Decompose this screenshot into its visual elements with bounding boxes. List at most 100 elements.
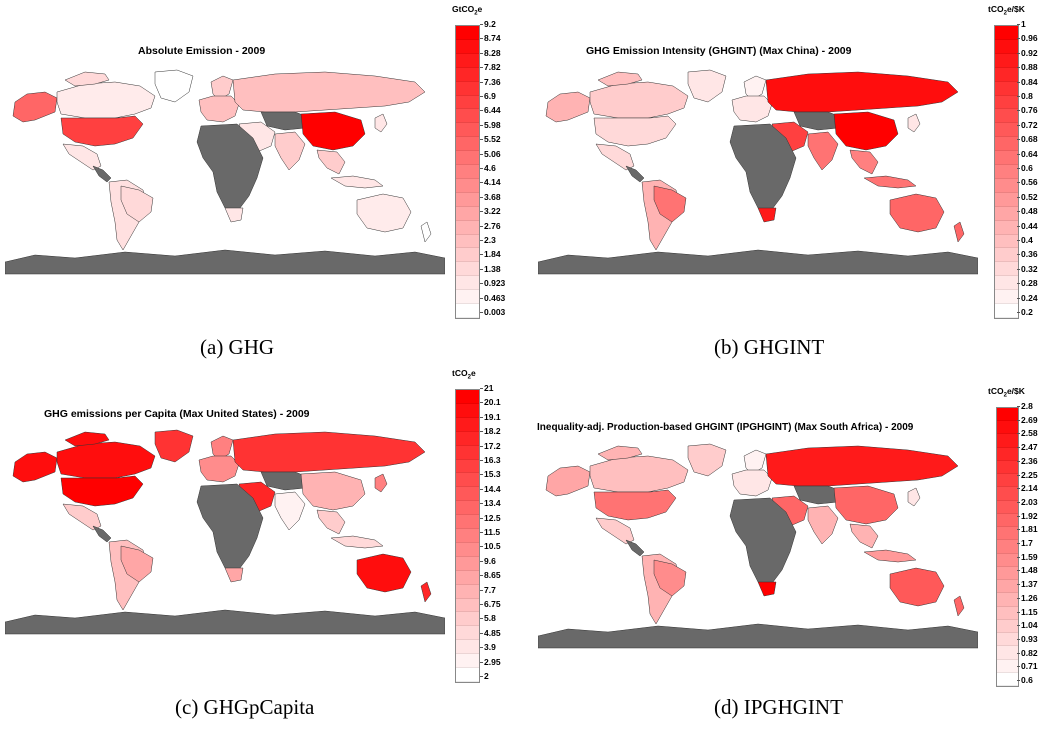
region-brazil xyxy=(653,559,687,597)
colorbar-cell xyxy=(456,165,479,179)
colorbar-cell xyxy=(997,527,1018,541)
region-japan xyxy=(374,473,388,493)
region-alaska xyxy=(12,451,58,483)
region-australia xyxy=(889,567,945,607)
colorbar-cell xyxy=(456,53,479,68)
colorbar-tick-label: 0.93 xyxy=(1017,633,1038,644)
region-greenland xyxy=(687,443,727,477)
colorbar-tick-label: 0.52 xyxy=(1017,191,1038,202)
colorbar-cell xyxy=(456,178,479,193)
colorbar-tick-label: 14.4 xyxy=(480,483,501,494)
region-greenland xyxy=(154,429,194,463)
colorbar-cell xyxy=(995,53,1018,68)
colorbar-cell xyxy=(995,39,1018,54)
region-north-america xyxy=(597,445,643,461)
colorbar-tick-label: 0.003 xyxy=(479,307,506,317)
colorbar-tick-label: 0.32 xyxy=(1017,263,1038,274)
colorbar-tick-label: 5.52 xyxy=(480,134,501,145)
colorbar-cell xyxy=(997,619,1018,634)
figure-caption: (a) GHG xyxy=(200,335,275,359)
region-australia xyxy=(889,193,945,233)
colorbar-cell xyxy=(995,137,1018,152)
region-usa xyxy=(60,115,144,147)
region-canada xyxy=(589,455,689,493)
region-russia xyxy=(232,71,426,113)
colorbar-cell xyxy=(456,431,479,446)
colorbar-tick-label: 0.64 xyxy=(1017,148,1038,159)
region-central-america xyxy=(92,525,112,543)
colorbar-cell xyxy=(456,612,479,627)
colorbar-cell xyxy=(456,515,479,530)
region-china xyxy=(833,485,899,525)
colorbar-cell xyxy=(995,290,1018,305)
colorbar-tick-label: 1.92 xyxy=(1017,510,1038,521)
colorbar-tick-label: 2.36 xyxy=(1017,455,1038,466)
colorbar-unit: tCO2e xyxy=(452,368,476,381)
region-new-zealand xyxy=(953,595,965,617)
region-europe xyxy=(198,95,240,123)
region-central-america xyxy=(92,165,112,183)
colorbar-tick-label: 1.59 xyxy=(1017,551,1038,562)
colorbar-cell xyxy=(456,290,479,305)
colorbar-cell xyxy=(456,445,479,460)
colorbar-tick-label: 0.88 xyxy=(1017,62,1038,73)
colorbar-cell xyxy=(456,417,479,432)
region-japan xyxy=(907,487,921,507)
colorbar-tick-label: 0.36 xyxy=(1017,249,1038,260)
region-alaska xyxy=(12,91,58,123)
colorbar-tick-label: 0.68 xyxy=(1017,134,1038,145)
colorbar-cell xyxy=(997,593,1018,607)
colorbar-tick-label: 0.6 xyxy=(1017,675,1033,685)
region-south-africa xyxy=(224,207,244,223)
colorbar-cell xyxy=(456,556,479,571)
colorbar-tick-label: 0.463 xyxy=(479,292,506,303)
colorbar-tick-label: 11.5 xyxy=(479,527,501,537)
colorbar-cell xyxy=(995,220,1018,235)
region-antarctica xyxy=(5,609,445,635)
colorbar-tick-label: 1.26 xyxy=(1017,592,1038,603)
colorbar-cell xyxy=(995,262,1018,277)
colorbar-tick-label: 0.8 xyxy=(1017,91,1033,101)
colorbar-tick-label: 7.36 xyxy=(480,76,501,87)
region-north-america xyxy=(64,431,110,447)
region-scandinavia xyxy=(210,75,234,101)
colorbar-tick-label: 0.96 xyxy=(1017,33,1038,44)
region-indonesia xyxy=(330,175,384,189)
region-mexico xyxy=(595,143,635,171)
colorbar-tick-label: 8.74 xyxy=(480,33,501,44)
region-india xyxy=(274,131,306,171)
figure-caption: (d) IPGHGINT xyxy=(714,695,843,719)
colorbar-tick-label: 6.44 xyxy=(480,105,501,116)
colorbar-cell xyxy=(997,474,1018,488)
region-south-africa xyxy=(757,581,777,597)
figure-caption: (c) GHGpCapita xyxy=(175,695,315,719)
world-map xyxy=(538,69,978,275)
colorbar-tick-label: 1.48 xyxy=(1017,565,1038,576)
region-japan xyxy=(907,113,921,133)
world-map xyxy=(5,69,445,275)
region-russia xyxy=(765,445,959,487)
region-canada xyxy=(56,81,156,119)
region-south-africa xyxy=(757,207,777,223)
colorbar-cell xyxy=(995,276,1018,291)
colorbar-tick-label: 2.47 xyxy=(1017,442,1038,453)
colorbar-tick-label: 5.98 xyxy=(480,119,501,130)
colorbar-tick-label: 0.84 xyxy=(1017,76,1038,87)
colorbar-tick-label: 0.76 xyxy=(1017,105,1038,116)
colorbar-tick-label: 2.95 xyxy=(480,656,501,667)
region-southeast-asia xyxy=(316,149,346,175)
colorbar-cell xyxy=(995,165,1018,179)
colorbar-tick-label: 0.71 xyxy=(1017,661,1038,672)
colorbar-cell xyxy=(456,137,479,152)
colorbar-cell xyxy=(456,109,479,124)
region-russia xyxy=(765,71,959,113)
colorbar-tick-label: 3.22 xyxy=(480,206,501,217)
colorbar-cell xyxy=(456,151,479,166)
colorbar-tick-label: 1.38 xyxy=(480,263,501,274)
region-usa xyxy=(593,489,677,521)
colorbar-tick-label: 1.84 xyxy=(480,249,501,260)
colorbar-cell xyxy=(456,403,479,418)
region-central-america xyxy=(625,165,645,183)
colorbar-tick-label: 19.1 xyxy=(480,411,501,422)
region-scandinavia xyxy=(743,449,767,475)
